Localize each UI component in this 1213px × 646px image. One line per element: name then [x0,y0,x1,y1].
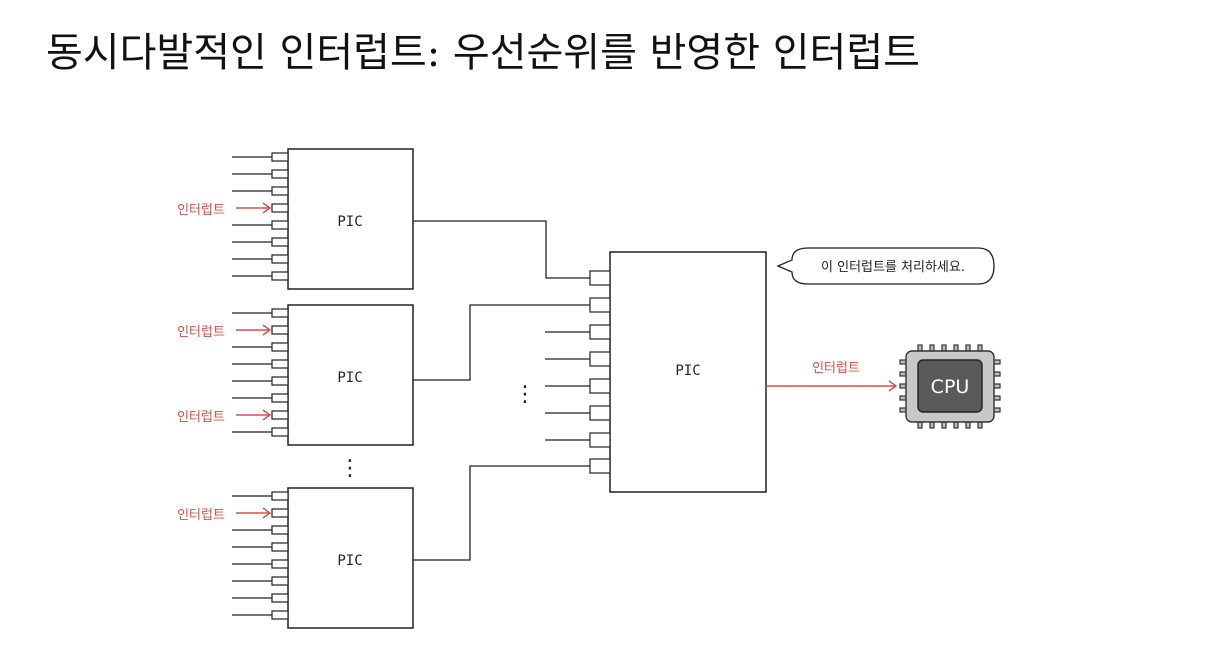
wire-slave-3 [413,465,590,561]
wire-slave-1 [413,220,590,279]
cascade-wires [413,220,590,561]
slave-pic-2-label: PIC [337,370,362,386]
master-pic-label: PIC [675,363,700,379]
slave-pic-1-input-pins [232,152,289,281]
slave-pic-1-interrupt-label: 인터럽트 [177,203,225,218]
master-pic: PIC [545,251,767,493]
wire-slave-2 [413,304,590,381]
slave-pic-1-label: PIC [337,214,362,230]
slave-pic-3: PIC [232,487,414,629]
slave-pic-3-label: PIC [337,553,362,569]
cpu-interrupt: 인터럽트 [766,361,898,392]
slave-pic-1-interrupt: 인터럽트 [177,202,272,218]
cpu-chip: CPU [899,344,1001,429]
slave-pic-2-interrupt-label: 인터럽트 [177,325,225,340]
slave-pic-2-interrupt-a: 인터럽트 [177,324,272,340]
cpu-chip-core [917,359,983,413]
master-pic-ellipsis: ⋮ [514,382,536,407]
slave-pic-2-interrupt-label-second: 인터럽트 [177,410,225,425]
slave-pic-2-input-pins [232,308,289,437]
slave-pic-3-interrupt-label: 인터럽트 [177,508,225,523]
slave-pic-1: PIC [232,148,414,290]
master-pic-input-pins [545,270,611,474]
slave-pic-2-interrupt-b: 인터럽트 [177,409,272,425]
slave-pic-2: PIC [232,304,414,446]
slave-pic-3-interrupt: 인터럽트 [177,507,272,523]
speech-bubble: 이 인터럽트를 처리하세요. [776,247,995,285]
slave-pic-ellipsis: ⋮ [339,456,361,481]
slave-pic-3-input-pins [232,491,289,620]
slide-title: 동시다발적인 인터럽트: 우선순위를 반영한 인터럽트 [46,30,920,76]
cpu-label: CPU [931,376,970,398]
speech-bubble-text: 이 인터럽트를 처리하세요. [821,260,965,275]
cpu-interrupt-label: 인터럽트 [812,361,860,376]
